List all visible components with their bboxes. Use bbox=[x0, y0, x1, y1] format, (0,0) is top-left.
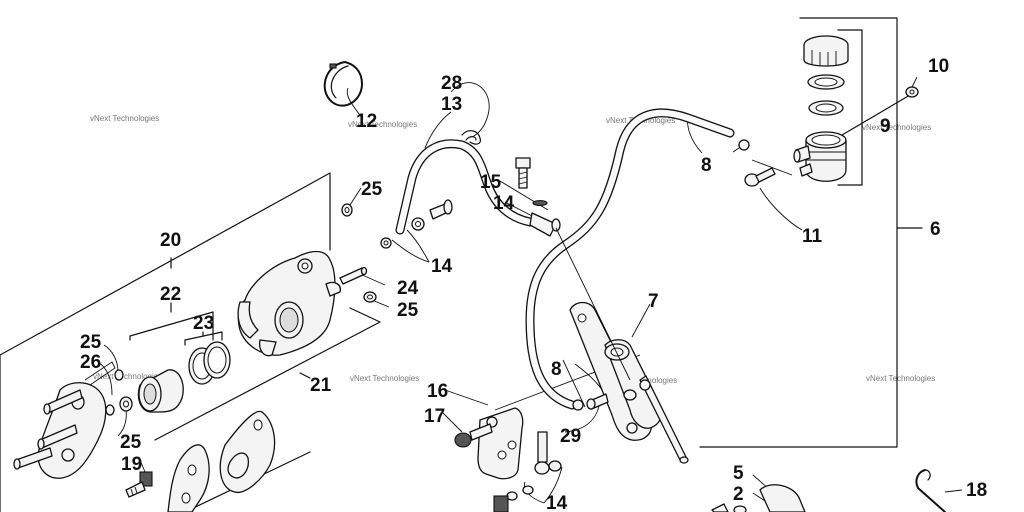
watermark: vNext Technologies bbox=[93, 372, 162, 381]
callout-25: 25 bbox=[120, 432, 142, 453]
washers bbox=[105, 203, 377, 416]
watermark: vNext Technologies bbox=[348, 120, 417, 129]
caliper-piston bbox=[137, 341, 231, 413]
master-cylinder bbox=[738, 35, 919, 187]
callout-16: 16 bbox=[427, 381, 448, 402]
reservoir-cap-parts bbox=[711, 484, 806, 512]
callout-29: 29 bbox=[560, 426, 581, 447]
callout-10: 10 bbox=[928, 56, 949, 77]
callout-28: 28 bbox=[441, 73, 462, 94]
banjo-fittings bbox=[380, 157, 561, 249]
callout-14: 14 bbox=[546, 493, 568, 512]
callout-12: 12 bbox=[356, 111, 377, 132]
callout-23: 23 bbox=[193, 313, 214, 334]
callout-8: 8 bbox=[701, 155, 712, 176]
callout-22: 22 bbox=[160, 284, 181, 305]
callout-25: 25 bbox=[361, 179, 383, 200]
callout-21: 21 bbox=[310, 375, 332, 396]
callout-2: 2 bbox=[733, 484, 744, 505]
brake-caliper bbox=[237, 250, 368, 357]
callout-5: 5 bbox=[733, 463, 744, 484]
callout-20: 20 bbox=[160, 230, 181, 251]
hose-clamp-ring bbox=[323, 61, 363, 107]
watermark: vNext Technologies bbox=[350, 374, 419, 383]
clevis-pin bbox=[915, 469, 946, 512]
callout-18: 18 bbox=[966, 480, 987, 501]
callout-labels: 28 13 12 25 15 14 14 24 25 20 22 23 21 2… bbox=[80, 56, 987, 512]
mounting-plate bbox=[454, 407, 524, 480]
brake-hoses bbox=[395, 108, 735, 410]
hose-clip bbox=[461, 130, 481, 145]
callout-25: 25 bbox=[80, 332, 102, 353]
rear-master-cylinder bbox=[555, 227, 689, 464]
caliper-mount-bracket bbox=[13, 361, 116, 479]
callout-15: 15 bbox=[480, 172, 502, 193]
callout-17: 17 bbox=[424, 406, 445, 427]
callout-19: 19 bbox=[121, 454, 142, 475]
callout-25: 25 bbox=[397, 300, 419, 321]
lower-banjo bbox=[493, 431, 562, 512]
watermark: vNext Technologies bbox=[866, 374, 935, 383]
callout-26: 26 bbox=[80, 352, 101, 373]
callout-24: 24 bbox=[397, 278, 419, 299]
brake-pads bbox=[167, 410, 276, 512]
callout-6: 6 bbox=[930, 219, 941, 240]
callout-14: 14 bbox=[493, 193, 515, 214]
callout-13: 13 bbox=[441, 94, 462, 115]
callout-8: 8 bbox=[551, 359, 562, 380]
callout-7: 7 bbox=[648, 291, 659, 312]
callout-14: 14 bbox=[431, 256, 453, 277]
callout-11: 11 bbox=[802, 226, 823, 247]
mount-bolt bbox=[125, 471, 153, 498]
callout-9: 9 bbox=[880, 116, 891, 137]
watermark: vNext Technologies bbox=[90, 114, 159, 123]
